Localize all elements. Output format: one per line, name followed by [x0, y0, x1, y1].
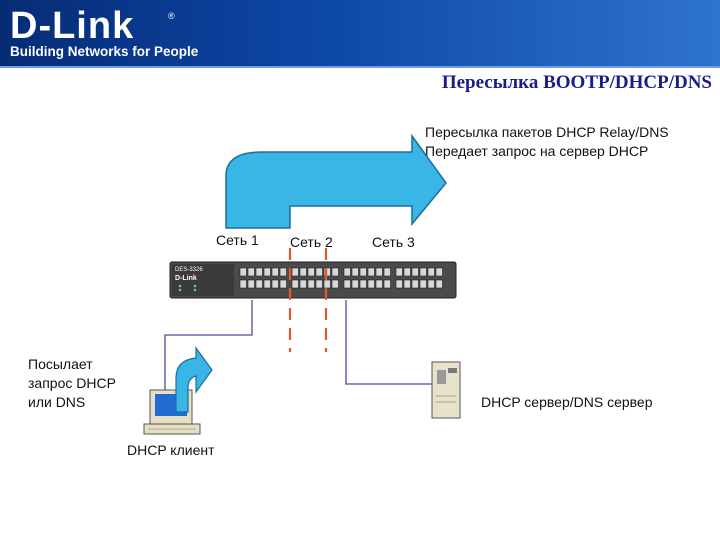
- switch-port: [359, 279, 367, 289]
- client-request-line3: или DNS: [28, 394, 86, 410]
- slide-title: Пересылка BOOTP/DHCP/DNS: [441, 72, 712, 93]
- switch-port: [411, 279, 419, 289]
- switch-port: [263, 279, 271, 289]
- switch-port: [359, 267, 367, 277]
- switch-port: [343, 267, 351, 277]
- switch-port: [299, 267, 307, 277]
- switch-port: [351, 279, 359, 289]
- switch-port: [247, 267, 255, 277]
- switch-port: [315, 267, 323, 277]
- client-request-line2: запрос DHCP: [28, 375, 116, 391]
- switch-model: DES-3326: [175, 267, 203, 273]
- switch-port: [279, 279, 287, 289]
- switch-port: [331, 267, 339, 277]
- switch-port: [247, 279, 255, 289]
- switch-brand: D-Link: [175, 275, 197, 282]
- server-icon: [431, 361, 461, 419]
- client-cable: [164, 300, 253, 402]
- switch-port: [255, 279, 263, 289]
- switch-port: [375, 267, 383, 277]
- switch-port: [427, 279, 435, 289]
- header-banner: D-Link ® Building Networks for People: [0, 0, 720, 68]
- switch-port: [239, 279, 247, 289]
- computer-icon: [143, 389, 201, 435]
- switch-port: [403, 267, 411, 277]
- client-label: DHCP клиент: [127, 442, 215, 458]
- brand-tagline: Building Networks for People: [10, 44, 199, 59]
- switch-port: [307, 279, 315, 289]
- server-cable: [345, 300, 432, 385]
- switch-port: [411, 267, 419, 277]
- switch-port: [435, 279, 443, 289]
- header-rule: [0, 66, 720, 68]
- switch-port: [351, 267, 359, 277]
- switch-port: [367, 279, 375, 289]
- switch-port: [263, 267, 271, 277]
- switch-port: [419, 267, 427, 277]
- switch-port: [383, 267, 391, 277]
- network-label-3: Сеть 3: [372, 234, 415, 250]
- registered-mark: ®: [168, 11, 175, 21]
- switch-port: [315, 279, 323, 289]
- switch-port: [299, 279, 307, 289]
- switch-port: [323, 279, 331, 289]
- switch-port: [403, 279, 411, 289]
- switch-icon: DES-3326 D-Link: [169, 261, 457, 299]
- server-label: DHCP сервер/DNS сервер: [481, 394, 653, 410]
- network-label-2: Сеть 2: [290, 234, 333, 250]
- switch-port: [427, 267, 435, 277]
- switch-port: [331, 279, 339, 289]
- brand-logo: D-Link: [10, 5, 135, 47]
- switch-port: [291, 279, 299, 289]
- switch-port: [291, 267, 299, 277]
- switch-port: [239, 267, 247, 277]
- switch-port: [271, 267, 279, 277]
- switch-port: [375, 279, 383, 289]
- switch-port: [383, 279, 391, 289]
- switch-port: [271, 279, 279, 289]
- request-arrow-icon: [175, 346, 213, 413]
- client-request-line1: Посылает: [28, 356, 93, 372]
- switch-port: [279, 267, 287, 277]
- switch-port: [419, 279, 427, 289]
- switch-port: [395, 267, 403, 277]
- switch-port: [395, 279, 403, 289]
- relay-description-line1: Пересылка пакетов DHCP Relay/DNS: [425, 124, 669, 140]
- switch-port: [435, 267, 443, 277]
- switch-port: [323, 267, 331, 277]
- network-label-1: Сеть 1: [216, 232, 259, 248]
- switch-port: [255, 267, 263, 277]
- switch-port: [367, 267, 375, 277]
- switch-port: [343, 279, 351, 289]
- relay-arrow-icon: [225, 133, 447, 229]
- relay-description-line2: Передает запрос на сервер DHCP: [425, 143, 649, 159]
- header-gradient: [0, 0, 720, 68]
- switch-port: [307, 267, 315, 277]
